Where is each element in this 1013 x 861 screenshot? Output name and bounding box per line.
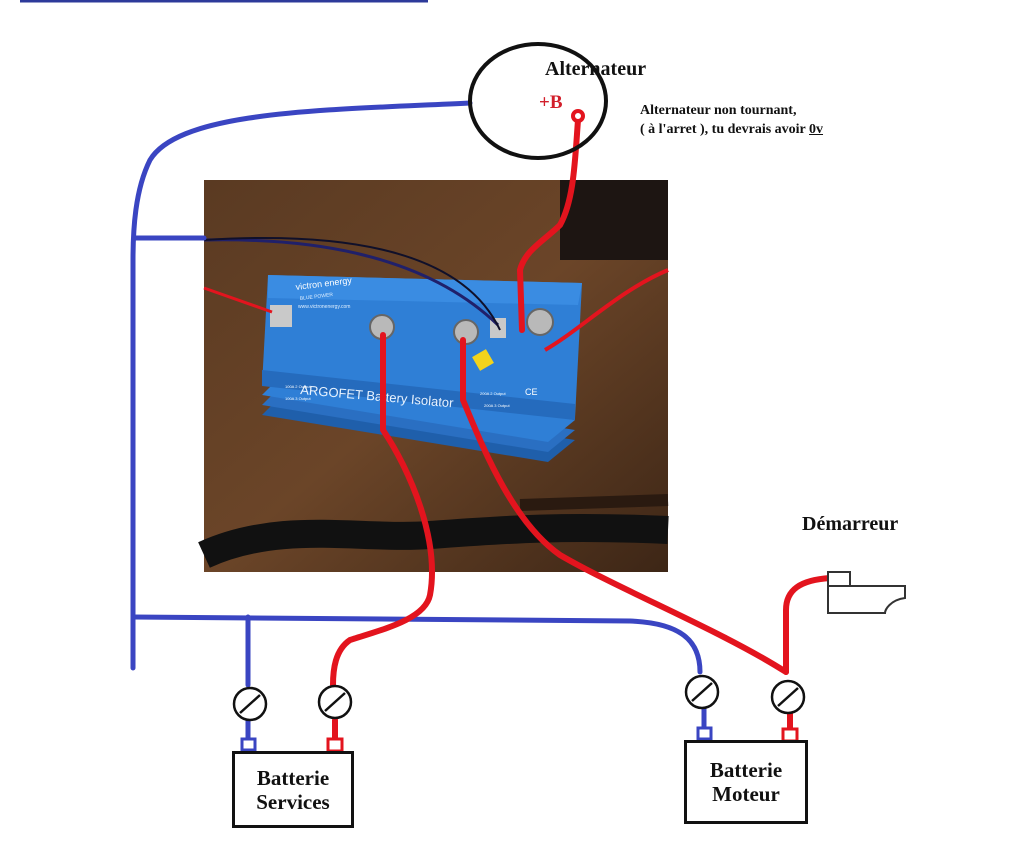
battery-services-line1: Batterie [256, 765, 330, 790]
services-feed-wire [330, 332, 435, 688]
battery-engine-line2: Moteur [712, 782, 780, 806]
battery-services-line2: Services [256, 789, 330, 814]
fuse-services-positive [317, 684, 353, 720]
voltage-note-prefix: ( à l'arret ), tu devrais avoir [640, 122, 810, 137]
isolator-mark-1: 100A 2 Output [285, 384, 311, 389]
alternator-output-wire [517, 117, 581, 333]
isolator-brand-sub: BLUE POWER [300, 292, 334, 302]
engine-feed-wire [460, 337, 789, 675]
starter-label: Démarreur [802, 513, 899, 535]
voltage-note: Alternateur non tournant, ( à l'arret ),… [640, 101, 823, 139]
battery-services: Batterie Services [232, 751, 354, 828]
starter-symbol [827, 571, 906, 614]
battery-engine: Batterie Moteur [684, 740, 808, 824]
stud-input [526, 308, 554, 336]
services-positive-post [326, 737, 344, 753]
voltage-note-line1: Alternateur non tournant, [640, 103, 797, 118]
isolator-mark-2: 100A 3 Output [285, 396, 311, 401]
fuse-engine-negative [684, 674, 720, 710]
isolator-ce-mark: CE [525, 387, 538, 397]
starter-feed-wire [783, 575, 833, 675]
fuse-engine-positive [770, 679, 806, 715]
alternator-label: Alternateur [545, 58, 647, 80]
fuse-services-negative [232, 686, 268, 722]
ground-bus-line [130, 614, 703, 675]
isolator-mark-3: 200A 2 Output [480, 391, 506, 396]
alternator-terminal-label: +B [539, 92, 563, 113]
battery-engine-line1: Batterie [709, 758, 783, 782]
services-negative-post [240, 737, 257, 752]
isolator-mark-4: 200A 3 Output [484, 403, 510, 408]
voltage-note-value: 0v [809, 122, 824, 137]
alternator-b-terminal [571, 109, 585, 123]
isolator-website: www.victronenergy.com [298, 304, 350, 310]
engine-negative-post [696, 726, 713, 741]
negative-wiring [130, 100, 707, 744]
alternator-ground-wire [130, 100, 473, 671]
positive-wiring [330, 117, 833, 744]
isolator-photo: victron energy BLUE POWER www.victronene… [198, 180, 669, 572]
voltage-note-line2: ( à l'arret ), tu devrais avoir 0v [640, 120, 823, 139]
alternator-circle [468, 42, 608, 160]
